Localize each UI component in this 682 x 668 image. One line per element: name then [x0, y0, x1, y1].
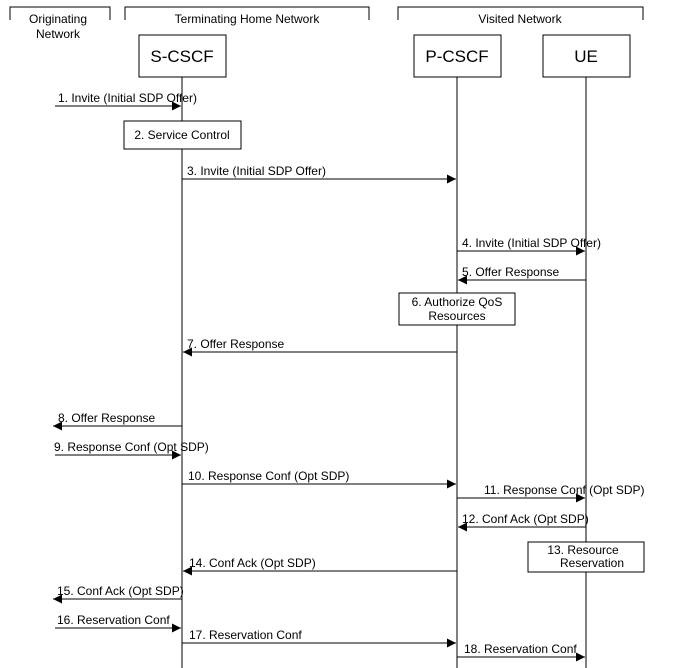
step-2-label: 2. Service Control: [134, 128, 229, 142]
originating-network-label-line1: Originating: [29, 12, 87, 26]
step-15-label: 15. Conf Ack (Opt SDP): [57, 584, 184, 598]
step-3-label: 3. Invite (Initial SDP Offer): [187, 164, 326, 178]
step-1-label: 1. Invite (Initial SDP Offer): [58, 91, 197, 105]
originating-network-group: Originating Network: [9, 6, 111, 41]
step-13-label-line1: 13. Resource: [547, 543, 619, 557]
step-6-box: [398, 292, 516, 326]
step-6-label-line2: Resources: [428, 309, 485, 323]
step-13-label-line2: Reservation: [560, 556, 624, 570]
ue-box: [542, 34, 631, 78]
step-17-label: 17. Reservation Conf: [189, 628, 302, 642]
step-9-label: 9. Response Conf (Opt SDP): [54, 440, 209, 454]
scscf-box: [138, 34, 227, 78]
originating-network-bracket: [9, 6, 111, 20]
ue-label: UE: [574, 47, 598, 66]
pcscf-label: P-CSCF: [425, 47, 488, 66]
step-10-label: 10. Response Conf (Opt SDP): [188, 469, 349, 483]
visited-network-group: Visited Network: [397, 6, 644, 26]
step-16-label: 16. Reservation Conf: [57, 613, 170, 627]
scscf-label: S-CSCF: [150, 47, 213, 66]
step-13-box: [527, 541, 645, 573]
step-8-label: 8. Offer Response: [58, 411, 155, 425]
step-14-label: 14. Conf Ack (Opt SDP): [189, 556, 316, 570]
step-11-label: 11. Response Conf (Opt SDP): [484, 483, 645, 497]
visited-network-label: Visited Network: [478, 12, 562, 26]
step-4-label: 4. Invite (Initial SDP Offer): [462, 236, 601, 250]
step-5-label: 5. Offer Response: [462, 265, 559, 279]
visited-network-bracket: [397, 6, 644, 20]
step-7-label: 7. Offer Response: [187, 337, 284, 351]
step-12-label: 12. Conf Ack (Opt SDP): [462, 512, 589, 526]
step-18-label: 18. Reservation Conf: [464, 642, 577, 656]
terminating-home-network-group: Terminating Home Network: [124, 6, 370, 26]
step-2-box: [123, 120, 242, 150]
pcscf-box: [413, 34, 502, 78]
originating-network-label-line2: Network: [36, 27, 81, 41]
step-6-label-line1: 6. Authorize QoS: [412, 295, 503, 309]
terminating-home-network-label: Terminating Home Network: [175, 12, 321, 26]
terminating-home-network-bracket: [124, 6, 370, 20]
